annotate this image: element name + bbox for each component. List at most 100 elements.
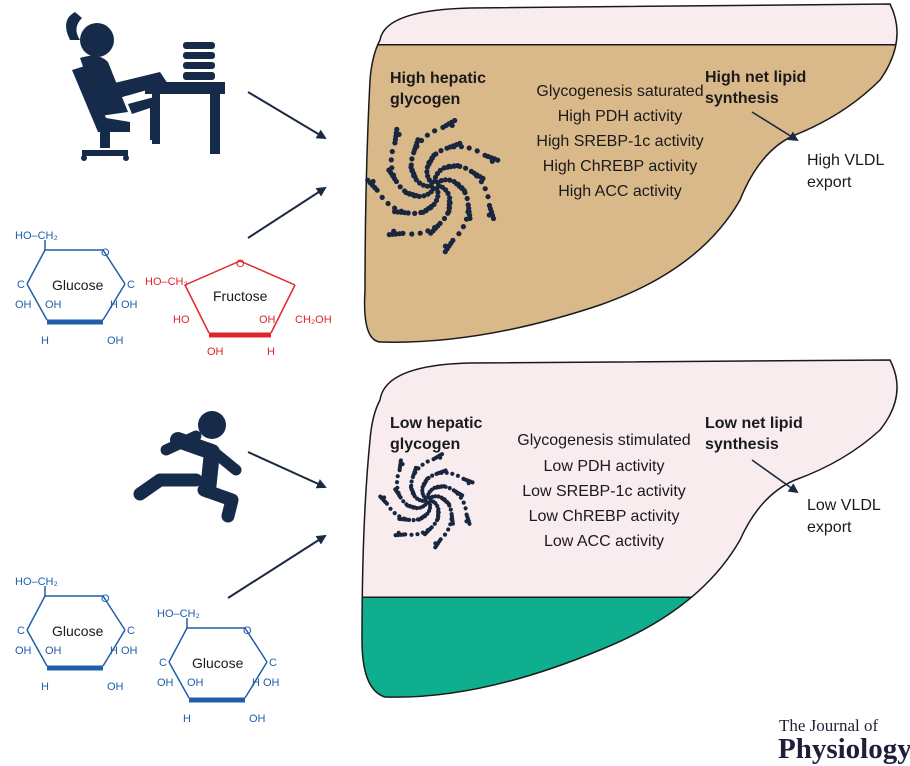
glycogen-dot <box>389 165 395 171</box>
glucose-structure-top: HO–CH₂ O Glucose C OH C OH OH H H OH <box>15 230 138 347</box>
export-label-top-line1: High VLDL <box>807 152 884 169</box>
glycogen-dot <box>464 195 470 202</box>
glucose-h: H <box>110 299 118 311</box>
glycogen-dot <box>409 231 415 237</box>
glycogen-dot <box>432 225 438 231</box>
glycogen-dot <box>474 173 480 179</box>
logo-line1: The Journal of <box>779 716 878 735</box>
glycogen-dot <box>486 212 492 218</box>
glycogen-dot <box>435 484 440 489</box>
glycogen-dot <box>445 190 451 196</box>
glycogen-dot <box>449 517 454 522</box>
glycogen-dot <box>417 230 423 236</box>
glycogen-dot <box>388 157 394 163</box>
liver-fill-bottom <box>362 597 898 698</box>
glucose-ring-oxygen: O <box>101 247 110 259</box>
glycogen-dot <box>448 507 453 512</box>
glycogen-dot <box>411 518 416 523</box>
glucose-ring-oxygen: O <box>243 625 252 637</box>
arrow-sugars-top <box>247 186 327 239</box>
fructose-ho: HO <box>173 314 190 326</box>
glycogen-dot <box>370 178 376 185</box>
glycogen-dot <box>447 177 453 183</box>
glycogen-dot <box>430 473 435 478</box>
fructose-structure: HO–CH₂ O Fructose HO CH₂OH OH OH H <box>145 258 332 358</box>
glycogen-dot <box>423 478 428 483</box>
fructose-name: Fructose <box>213 288 268 304</box>
glycogen-dot <box>398 208 404 214</box>
glycogen-dot <box>420 488 425 493</box>
glucose-c: C <box>127 279 135 291</box>
glycogen-dot <box>463 165 469 171</box>
glycogen-dot <box>495 157 501 163</box>
glycogen-dot <box>396 131 402 137</box>
glycogen-dot <box>411 193 417 199</box>
person-at-desk-icon <box>66 12 225 161</box>
glycogen-dot <box>388 506 393 511</box>
glycogen-dot <box>449 122 455 128</box>
glycogen-dot <box>391 228 397 234</box>
glucose-oh: OH <box>121 299 138 311</box>
glycogen-dot <box>409 483 414 488</box>
glycogen-dot <box>439 452 445 457</box>
glycogen-dot <box>437 167 443 173</box>
glycogen-dot <box>398 458 403 463</box>
glycogen-dot <box>433 541 438 546</box>
activity-bottom-2: Low PDH activity <box>544 458 665 475</box>
glycogen-dot <box>394 126 400 132</box>
glycogen-dot <box>442 177 448 183</box>
glycogen-label-bottom-line1: Low hepatic <box>390 415 483 432</box>
activity-bottom-5: Low ACC activity <box>544 533 664 550</box>
glycogen-dot <box>451 163 457 169</box>
glucose-oh: OH <box>157 677 174 689</box>
glycogen-cluster-bottom <box>378 452 475 550</box>
glycogen-dot <box>447 503 452 508</box>
activity-bottom-1: Glycogenesis stimulated <box>517 432 690 449</box>
glucose-oh: OH <box>121 645 138 657</box>
glycogen-label-top-line1: High hepatic <box>390 70 486 87</box>
glycogen-dot <box>378 494 383 499</box>
glycogen-dot <box>407 504 412 509</box>
glucose-ho-ch2: HO–CH₂ <box>157 608 200 620</box>
glucose-oh: OH <box>249 713 266 725</box>
top-panel: HO–CH₂ O Glucose C OH C OH OH H H OH HO–… <box>15 3 898 358</box>
glycogen-dot <box>428 205 434 211</box>
glycogen-label-bottom-line2: glycogen <box>390 436 460 453</box>
fructose-h: H <box>267 346 275 358</box>
glucose-structure-bottom-1: HO–CH₂ O Glucose C OH C OH OH H H OH <box>15 576 138 693</box>
glycogen-dot <box>470 480 475 485</box>
glucose-c: C <box>17 279 25 291</box>
glycogen-dot <box>445 500 450 505</box>
glycogen-dot <box>409 479 414 484</box>
glucose-name-bottom-1: Glucose <box>52 623 104 639</box>
glycogen-dot <box>467 521 472 526</box>
glycogen-dot <box>478 179 484 185</box>
arrow-vldl-top <box>751 111 799 142</box>
activity-top-5: High ACC activity <box>558 183 682 200</box>
glycogen-dot <box>438 178 444 184</box>
glycogen-dot <box>396 490 401 496</box>
glycogen-dot <box>462 190 468 196</box>
glycogen-dot <box>382 495 387 500</box>
glycogen-dot <box>461 500 466 505</box>
glycogen-dot <box>466 481 471 486</box>
arrow-sugars-bottom <box>227 534 327 599</box>
activity-bottom-4: Low ChREBP activity <box>529 508 680 525</box>
glycogen-dot <box>441 215 448 222</box>
glucose-name-bottom-2: Glucose <box>192 655 244 671</box>
glycogen-dot <box>412 210 418 216</box>
glycogen-dot <box>452 117 458 124</box>
glycogen-dot <box>433 494 438 499</box>
glycogen-label-top-line2: glycogen <box>390 91 460 108</box>
glycogen-dot <box>410 491 415 496</box>
glycogen-dot <box>489 158 495 164</box>
glycogen-dot <box>460 224 466 230</box>
glycogen-dot <box>456 231 462 237</box>
glycogen-dot <box>422 514 427 519</box>
glycogen-dot <box>394 480 400 485</box>
glycogen-dot <box>379 194 385 200</box>
glycogen-dot <box>459 185 465 191</box>
glycogen-dot <box>402 188 408 194</box>
glucose-oh: OH <box>263 677 280 689</box>
glycogen-dot <box>406 191 412 197</box>
